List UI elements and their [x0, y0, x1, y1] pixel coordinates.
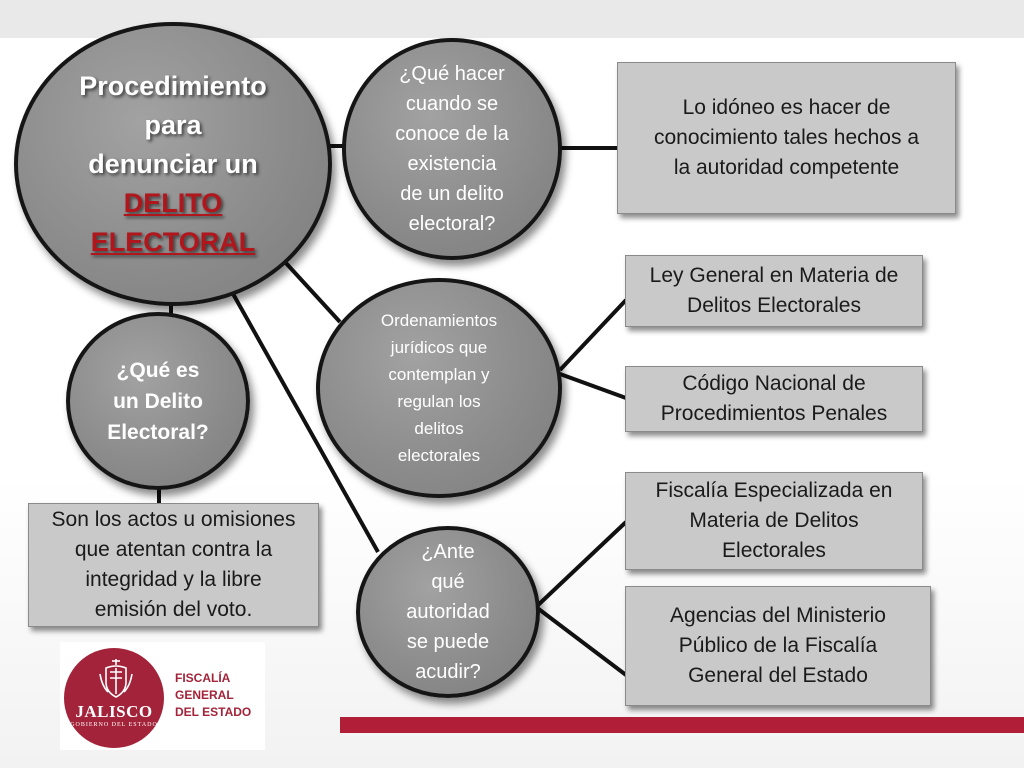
- answer-line: Son los actos u omisiones: [51, 508, 296, 531]
- organization-name-line: GENERAL: [175, 688, 234, 702]
- answer-line: Electorales: [722, 539, 826, 562]
- answer-line: Fiscalía Especializada en: [655, 479, 893, 502]
- main-title-accent-line: ELECTORAL: [90, 226, 256, 257]
- question-line: electoral?: [408, 213, 496, 235]
- main-title: Procedimiento para denunciar un DELITO E…: [79, 67, 267, 262]
- answer-line: que atentan contra la: [74, 538, 273, 561]
- question-line: acudir?: [415, 661, 481, 683]
- main-title-circle: Procedimiento para denunciar un DELITO E…: [14, 22, 332, 306]
- connector-legal-to-ley: [558, 298, 628, 372]
- answer-ley-general-box: Ley General en Materia de Delitos Electo…: [625, 255, 923, 327]
- organization-name-line: FISCALÍA: [175, 671, 231, 685]
- organization-name: FISCALÍA GENERAL DEL ESTADO: [175, 670, 265, 721]
- answer-definition-box: Son los actos u omisiones que atentan co…: [28, 503, 319, 627]
- answer-line: integridad y la libre: [85, 568, 262, 591]
- answer-line: conocimiento tales hechos a: [654, 126, 919, 149]
- answer-line: Público de la Fiscalía: [678, 634, 878, 657]
- question-line: ¿Qué hacer: [399, 63, 505, 85]
- answer-line: la autoridad competente: [673, 156, 900, 179]
- connector-title-to-authority: [230, 291, 380, 553]
- main-title-line: denunciar un: [88, 148, 258, 179]
- question-line: Electoral?: [107, 420, 209, 444]
- main-title-accent-line: DELITO: [123, 187, 223, 218]
- question-line: regulan los: [397, 392, 481, 411]
- answer-agencias-box: Agencias del Ministerio Público de la Fi…: [625, 586, 931, 706]
- question-line: cuando se: [405, 93, 499, 115]
- answer-line: Código Nacional de: [682, 372, 866, 395]
- coat-of-arms-icon: [99, 659, 133, 698]
- question-line: ¿Ante: [421, 541, 475, 563]
- answer-ideal-box: Lo idóneo es hacer de conocimiento tales…: [617, 62, 956, 214]
- question-line: ¿Qué es: [116, 358, 200, 382]
- connector-title-to-legal-orders: [283, 260, 342, 324]
- question-legal-orders-circle: Ordenamientos jurídicos que contemplan y…: [316, 278, 562, 498]
- question-which-authority-circle: ¿Ante qué autoridad se puede acudir?: [356, 526, 540, 698]
- question-line: existencia: [407, 153, 497, 175]
- question-what-is-circle: ¿Qué es un Delito Electoral?: [66, 312, 250, 490]
- answer-line: Ley General en Materia de: [649, 264, 899, 287]
- seal-subtitle: GOBIERNO DEL ESTADO: [70, 722, 158, 728]
- question-line: un Delito: [113, 389, 203, 413]
- question-line: de un delito: [400, 183, 504, 205]
- seal-name: JALISCO: [75, 702, 153, 721]
- connector-legal-to-codigo: [559, 372, 627, 400]
- question-line: delitos: [414, 419, 464, 438]
- question-line: contemplan y: [388, 365, 490, 384]
- question-line: electorales: [397, 446, 481, 465]
- main-title-line: para: [144, 109, 202, 140]
- connector-authority-to-agencias: [534, 605, 628, 677]
- connector-authority-to-fiscalia: [534, 520, 628, 609]
- answer-fiscalia-especializada-box: Fiscalía Especializada en Materia de Del…: [625, 472, 923, 570]
- answer-line: Procedimientos Penales: [660, 402, 888, 425]
- organization-name-line: DEL ESTADO: [175, 705, 252, 719]
- answer-line: Lo idóneo es hacer de: [682, 96, 891, 119]
- main-title-line: Procedimiento: [79, 70, 267, 101]
- answer-codigo-nacional-box: Código Nacional de Procedimientos Penale…: [625, 366, 923, 432]
- question-line: se puede: [406, 631, 490, 653]
- question-what-to-do-circle: ¿Qué hacer cuando se conoce de la existe…: [342, 38, 562, 260]
- question-line: jurídicos que: [390, 338, 488, 357]
- answer-line: emisión del voto.: [94, 598, 253, 621]
- question-line: qué: [431, 571, 465, 593]
- answer-line: Agencias del Ministerio: [670, 604, 886, 627]
- question-line: autoridad: [406, 601, 490, 623]
- answer-line: Materia de Delitos: [689, 509, 859, 532]
- question-line: conoce de la: [395, 123, 509, 145]
- jalisco-seal: [64, 648, 164, 748]
- answer-line: Delitos Electorales: [687, 294, 861, 317]
- footer-accent-bar: [340, 717, 1024, 733]
- question-line: Ordenamientos: [380, 311, 498, 330]
- answer-line: General del Estado: [688, 664, 868, 687]
